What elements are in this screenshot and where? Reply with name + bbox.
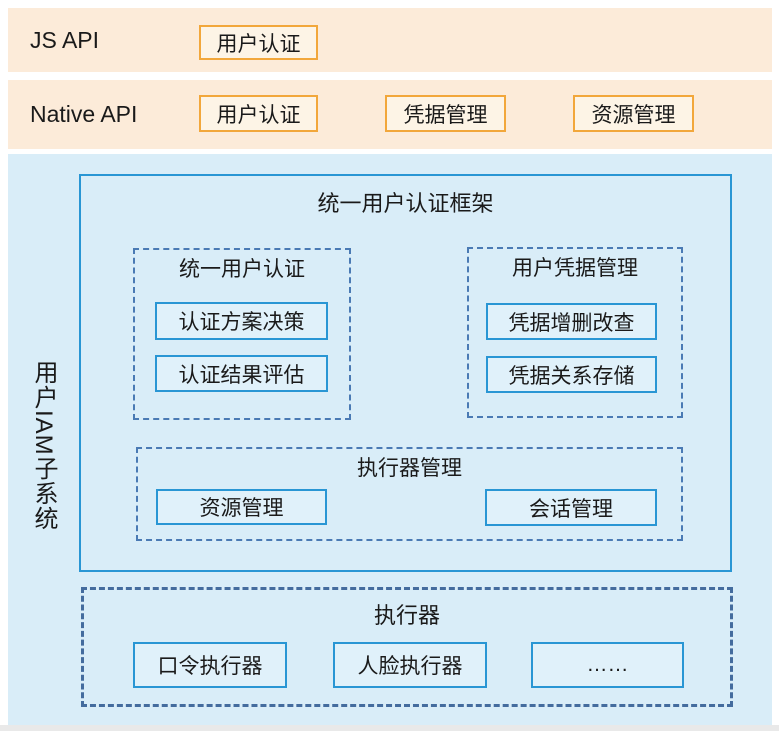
item-credential-relation-storage: 凭据关系存储 — [486, 356, 657, 393]
executor-mgmt-group-title: 执行器管理 — [357, 457, 462, 480]
item-resource-mgmt: 资源管理 — [156, 489, 327, 525]
executor-mgmt-group: 执行器管理 资源管理 会话管理 — [136, 447, 683, 541]
iam-subsystem-label: 用户IAM子系统 — [30, 360, 57, 531]
native-api-band: Native API 用户认证 凭据管理 资源管理 — [8, 80, 772, 149]
unified-auth-framework-title: 统一用户认证框架 — [317, 191, 494, 216]
iam-subsystem-panel: 用户IAM子系统 统一用户认证框架 统一用户认证 认证方案决策 认证结果评估 用… — [8, 154, 772, 725]
item-credential-crud: 凭据增删改查 — [486, 303, 657, 340]
item-auth-scheme-decision: 认证方案决策 — [155, 302, 328, 340]
item-auth-result-evaluation: 认证结果评估 — [155, 355, 328, 392]
item-session-mgmt: 会话管理 — [485, 489, 657, 526]
item-face-executor: 人脸执行器 — [333, 642, 487, 688]
js-api-box-user-auth: 用户认证 — [199, 25, 318, 60]
js-api-band: JS API 用户认证 — [8, 8, 772, 72]
user-credential-mgmt-group: 用户凭据管理 凭据增删改查 凭据关系存储 — [467, 247, 683, 418]
native-api-box-credential-mgmt: 凭据管理 — [385, 95, 506, 132]
unified-user-auth-group: 统一用户认证 认证方案决策 认证结果评估 — [133, 248, 351, 420]
native-api-box-user-auth: 用户认证 — [199, 95, 318, 132]
native-api-label: Native API — [30, 101, 138, 127]
unified-user-auth-group-title: 统一用户认证 — [179, 258, 305, 281]
bottom-margin — [0, 725, 779, 731]
item-password-executor: 口令执行器 — [133, 642, 287, 688]
js-api-label: JS API — [30, 26, 100, 53]
executor-box-title: 执行器 — [373, 603, 440, 628]
unified-auth-framework-box: 统一用户认证框架 统一用户认证 认证方案决策 认证结果评估 用户凭据管理 凭据增… — [79, 174, 732, 572]
user-credential-mgmt-group-title: 用户凭据管理 — [512, 257, 638, 280]
native-api-box-resource-mgmt: 资源管理 — [573, 95, 694, 132]
executor-box: 执行器 口令执行器 人脸执行器 …… — [81, 587, 733, 707]
item-more-executors-ellipsis: …… — [531, 642, 684, 688]
